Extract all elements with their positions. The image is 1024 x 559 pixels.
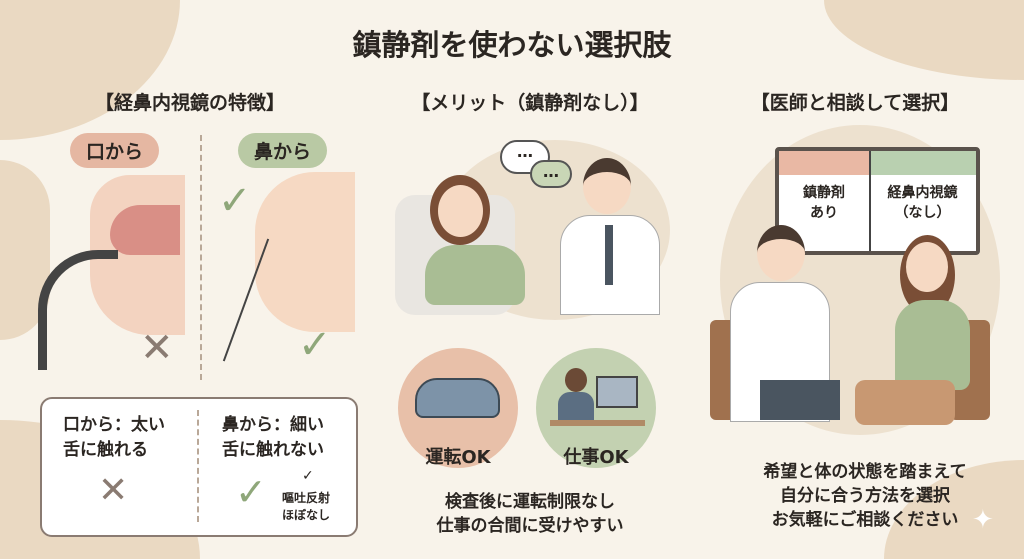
nose-desc-1: 鼻から：細い [222,415,324,435]
car-icon [415,378,500,418]
cross-icon: ✕ [98,470,129,511]
doctor-legs [760,380,840,420]
check-icon: ✓ [298,322,332,368]
drive-ok-label: 運転OK [425,447,491,468]
note-line-2: ほぼなし [282,508,331,522]
doctor-head [583,158,631,214]
consult-line-3: お気軽にご相談ください [771,510,959,530]
corner-blob [0,0,180,140]
divider [200,135,202,380]
section-heading-features: 【経鼻内視鏡の特徴】 [94,92,285,114]
section-heading-merits: 【メリット（鎮静剤なし）】 [411,92,649,114]
work-ok-label: 仕事OK [563,447,629,468]
patient-face [906,242,948,292]
gag-reflex-note: 嘔吐反射ほぼなし [282,490,330,524]
board-sedation-1: 鎮静剤 [803,185,845,201]
check-icon: ✓ [235,470,267,514]
patient-body [425,245,525,305]
board-header-transnasal [869,151,976,175]
board-sedation-2: あり [810,205,838,221]
sparkle-icon: ✦ [972,505,994,535]
merit-line-1: 検査後に運転制限なし [445,492,615,512]
note-line-1: 嘔吐反射 [282,491,331,505]
mouth-desc-2: 舌に触れる [63,440,148,460]
work-circle [536,348,656,468]
nose-illustration [255,172,355,332]
page-title: 鎮静剤を使わない選択肢 [352,28,672,62]
patient-body [895,300,970,390]
patient-face [438,185,483,237]
board-divider [869,151,871,251]
callout-divider [197,410,199,522]
speech-bubble: … [530,160,572,188]
board-transnasal-2: （なし） [894,205,951,221]
computer-icon [596,376,638,408]
small-check-icon: ✓ [302,468,314,484]
comparison-callout [40,397,358,537]
endoscope-thick [38,250,118,370]
section-heading-consult: 【医師と相談して選択】 [750,92,960,114]
nose-desc-2: 舌に触れない [222,440,324,460]
desk [550,420,645,426]
worker-head [565,368,587,392]
merit-line-2: 仕事の合間に受けやすい [436,516,624,536]
patient-skirt [855,380,955,425]
board-header-sedation [779,151,869,175]
mouth-desc-1: 口から：太い [63,415,165,435]
consult-line-1: 希望と体の状態を踏まえて [763,462,967,482]
board-transnasal-1: 経鼻内視鏡 [887,185,958,201]
board-transnasal: 経鼻内視鏡 （なし） [869,183,976,223]
check-icon: ✓ [218,178,252,224]
consult-line-2: 自分に合う方法を選択 [780,486,950,506]
pill-nose: 鼻から [238,133,328,168]
cross-icon: ✕ [140,325,174,371]
pill-mouth: 口から [70,133,160,168]
board-sedation: 鎮静剤あり [779,183,869,223]
mouth-cavity [110,205,180,255]
doctor-tie [605,225,613,285]
comparison-board: 鎮静剤あり 経鼻内視鏡 （なし） [775,147,980,255]
worker-body [558,392,594,422]
doctor-head [757,225,805,281]
